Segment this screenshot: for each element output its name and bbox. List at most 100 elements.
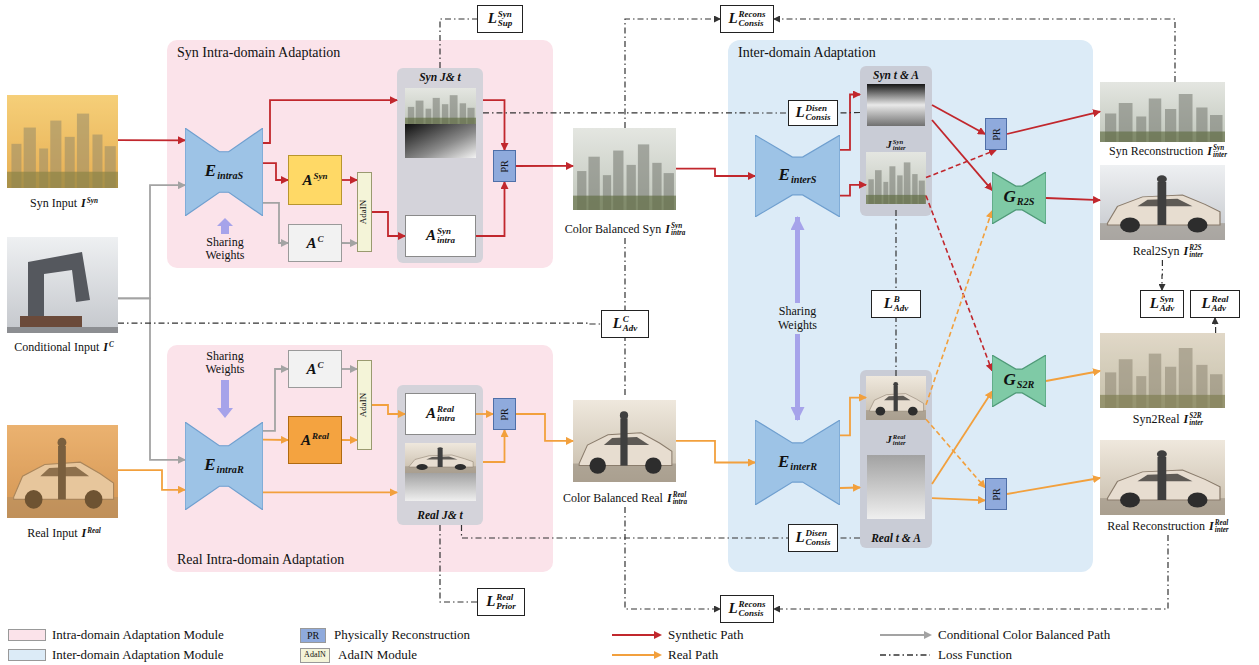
text-line: LDisenConsis bbox=[795, 104, 830, 123]
script-stack: Realintra bbox=[437, 405, 455, 423]
photo-tint bbox=[7, 425, 118, 518]
connector bbox=[840, 95, 860, 150]
math-symbol: E bbox=[778, 452, 789, 471]
math-symbol: L bbox=[728, 600, 737, 616]
feature-box: AReal bbox=[288, 416, 342, 464]
connector bbox=[840, 487, 860, 489]
connector bbox=[118, 323, 601, 325]
text-line: EinterS bbox=[779, 166, 817, 185]
image-panel: Syn InputISyn bbox=[4, 95, 124, 211]
connector bbox=[932, 498, 985, 500]
loss-box: LDisenConsis bbox=[788, 100, 838, 126]
photo bbox=[1100, 333, 1225, 408]
math-symbol: G bbox=[1004, 187, 1016, 206]
bowtie-outline bbox=[755, 135, 840, 217]
text-block: Syn Reconstruction bbox=[1109, 144, 1203, 158]
text-line: GS2R bbox=[1004, 371, 1035, 390]
superscript: Syn bbox=[893, 139, 906, 146]
superscript: C bbox=[318, 361, 324, 370]
text-line: PR bbox=[499, 408, 510, 420]
photo-car bbox=[405, 447, 476, 473]
loss-box: LDisenConsis bbox=[788, 524, 838, 552]
superscript: Syn bbox=[498, 10, 513, 19]
legend-text: AdaIN Module bbox=[338, 647, 417, 663]
photo bbox=[1100, 165, 1225, 240]
text-line: Color Balanced SynISynintra bbox=[565, 223, 686, 237]
connector bbox=[1007, 112, 1100, 134]
loss-box: LReconsConsis bbox=[720, 595, 774, 623]
subscript: inter bbox=[893, 145, 906, 152]
script-stack: ReconsConsis bbox=[739, 600, 766, 618]
connector bbox=[926, 196, 992, 371]
text-line: AC bbox=[306, 361, 323, 378]
photo-road bbox=[7, 327, 118, 333]
text-line: Syn ReconstructionISyninter bbox=[1109, 145, 1227, 159]
math-symbol: A bbox=[426, 405, 436, 421]
image-panel: Color Balanced SynISynintra bbox=[560, 128, 690, 238]
text-line: JSyninter bbox=[886, 138, 905, 152]
script-stack: intraR bbox=[217, 465, 244, 475]
connector bbox=[676, 441, 755, 463]
superscript: Disen bbox=[806, 104, 831, 113]
operator-box: PR bbox=[985, 478, 1007, 510]
math-symbol: E bbox=[205, 161, 216, 180]
text-line: Real InputIReal bbox=[27, 527, 101, 540]
connector bbox=[838, 112, 860, 114]
text-line: LDisenConsis bbox=[795, 529, 830, 548]
script-stack: Realinter bbox=[1215, 520, 1229, 534]
annotation-label: Sharing Weights bbox=[195, 350, 255, 376]
image-panel: Color Balanced RealIRealintra bbox=[560, 395, 690, 507]
subscript: Consis bbox=[739, 609, 766, 618]
superscript: Recons bbox=[739, 10, 766, 19]
text-line: PR bbox=[990, 488, 1001, 500]
module-panel: Real Intra-domain AdaptationEintraRACARe… bbox=[167, 345, 553, 572]
script-stack: intraS bbox=[217, 171, 243, 181]
script-stack: S2Rinter bbox=[1189, 413, 1203, 427]
script-stack: interS bbox=[791, 175, 816, 185]
superscript: C bbox=[623, 315, 638, 324]
subscript: intra bbox=[437, 414, 455, 423]
loss-box: LRealAdv bbox=[1190, 290, 1240, 318]
operator-box: PR bbox=[493, 398, 516, 430]
math-symbol: I bbox=[81, 196, 86, 210]
text-block: AdaIN bbox=[359, 393, 369, 418]
legend-arrowhead bbox=[654, 631, 662, 639]
loss-box: LSynAdv bbox=[1140, 290, 1184, 318]
connector bbox=[372, 212, 405, 236]
script-stack: Syninter bbox=[1213, 145, 1227, 159]
script-stack: Realinter bbox=[893, 434, 906, 447]
connector bbox=[932, 120, 992, 190]
photo bbox=[405, 443, 476, 473]
text-block: PR bbox=[990, 488, 1001, 500]
text-line: AReal bbox=[301, 432, 329, 449]
photo bbox=[573, 128, 676, 210]
math-symbol: A bbox=[301, 432, 311, 448]
connector bbox=[1046, 371, 1100, 381]
superscript: Recons bbox=[739, 600, 766, 609]
network-block: EintraR bbox=[185, 422, 263, 510]
group-fill bbox=[397, 385, 483, 525]
group-fill bbox=[397, 68, 483, 263]
script-stack: SynAdv bbox=[1160, 295, 1175, 313]
photo bbox=[1100, 82, 1225, 142]
superscript: B bbox=[894, 295, 909, 304]
text-line: EinterR bbox=[778, 453, 817, 472]
output-group: Syn J& tASynintra bbox=[397, 68, 483, 263]
text-line: Syn t & A bbox=[873, 69, 919, 82]
subscript: Adv bbox=[1160, 304, 1175, 313]
network-block: EintraS bbox=[185, 128, 263, 216]
loss-box: LRealPrior bbox=[477, 588, 525, 616]
text-block: Real2Syn bbox=[1133, 244, 1180, 258]
text-line: AC bbox=[306, 235, 323, 252]
text-line: LReconsConsis bbox=[728, 10, 765, 29]
subscript: inter bbox=[1189, 252, 1203, 259]
photo-bus bbox=[20, 316, 82, 327]
text-block: AdaIN bbox=[359, 200, 369, 225]
photo-city bbox=[405, 95, 476, 124]
connector bbox=[476, 182, 505, 236]
math-symbol: G bbox=[1004, 370, 1016, 389]
text-block: Real t & A bbox=[871, 532, 921, 544]
sharing-arrow bbox=[217, 218, 233, 234]
text-line: ASyn bbox=[302, 172, 327, 189]
